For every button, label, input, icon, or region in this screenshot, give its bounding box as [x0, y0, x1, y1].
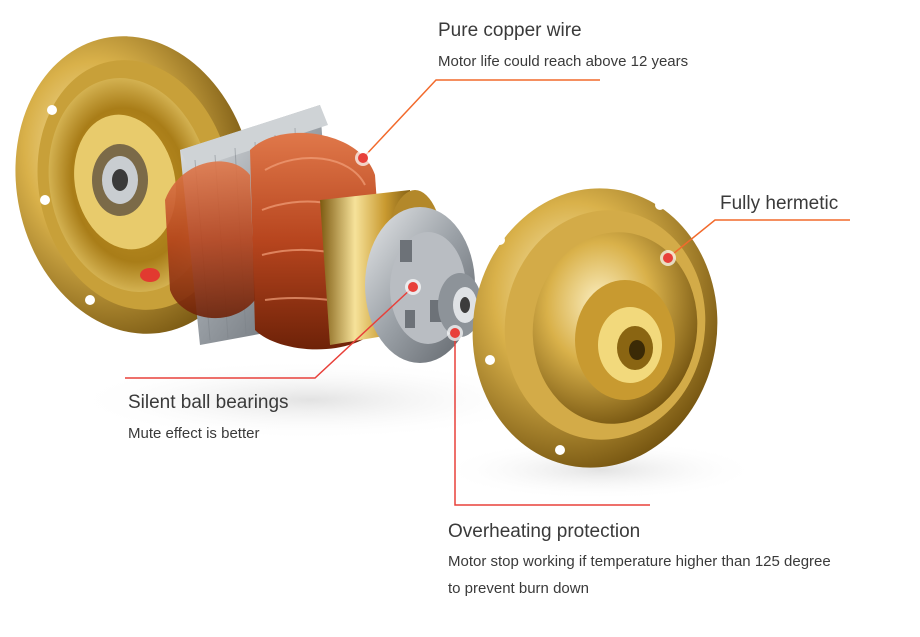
overheat-desc-line2: to prevent burn down — [448, 580, 589, 597]
floor-shadow — [70, 360, 550, 440]
hermetic-title: Fully hermetic — [720, 193, 839, 214]
callout-line-overheat — [454, 333, 650, 506]
copper-wire-title: Pure copper wire — [438, 20, 582, 41]
copper-wire-desc: Motor life could reach above 12 years — [438, 53, 689, 70]
callout-line-hermetic — [667, 219, 850, 259]
callout-line-bearings — [125, 286, 414, 379]
bearings-title: Silent ball bearings — [128, 392, 289, 413]
right-end-cap — [472, 188, 718, 468]
callout-line-copper — [362, 79, 600, 159]
callout-dots — [355, 150, 676, 341]
bearings-desc: Mute effect is better — [128, 425, 260, 442]
commutator — [365, 207, 482, 363]
floor-shadow — [440, 440, 760, 500]
overheat-title: Overheating protection — [448, 521, 641, 542]
stator — [165, 105, 385, 350]
callout-lines — [125, 79, 850, 506]
overheat-desc-line1: Motor stop working if temperature higher… — [448, 553, 831, 570]
